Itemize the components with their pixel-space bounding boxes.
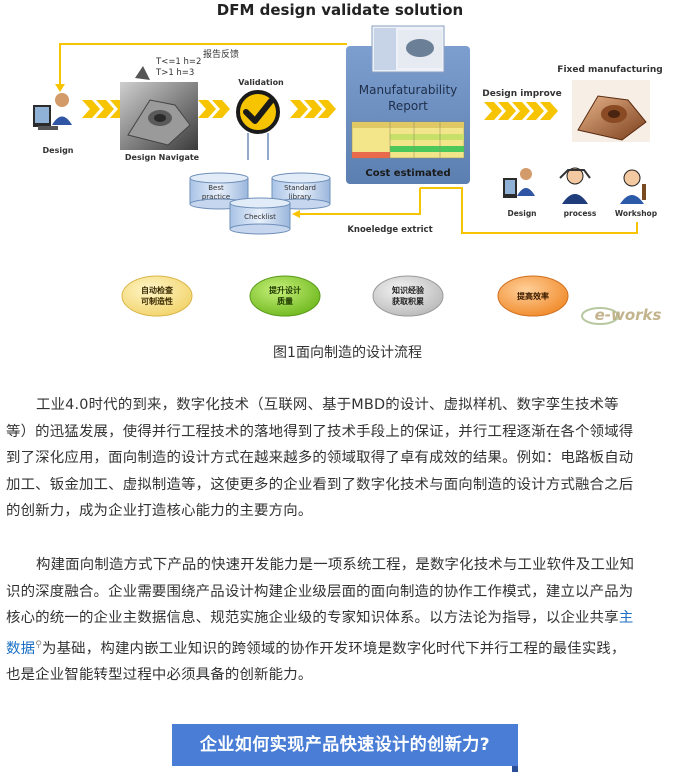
benefit-oval-2-line1: 提升设计 [269,285,301,295]
tolerance-line-2: T>1 h=3 [155,68,194,78]
process-engineer-icon [559,167,591,204]
process-label: process [564,209,597,218]
paragraph-1-line: 工业4.0时代的到来，数字化技术（互联网、基于MBD的设计、虚拟样机、数字孪生技… [36,397,619,413]
flow-chevrons-2 [198,100,230,118]
figure-caption: 图1面向制造的设计流程 [273,345,422,361]
tolerance-line-1: T<=1 h=2 [155,57,201,67]
fixed-manufacturing-label: Fixed manufacturing [557,65,662,75]
paragraph-1: 工业4.0时代的到来，数字化技术（互联网、基于MBD的设计、虚拟样机、数字孪生技… [6,392,689,525]
paragraph-1-line: 的创新力，成为企业打造核心能力的主要方向。 [6,503,313,519]
checklist-db-icon [229,197,291,235]
benefit-oval-4-line1: 提高效率 [517,291,549,301]
design-navigate-label: Design Navigate [125,153,200,162]
flow-chevrons-4 [484,102,558,120]
paragraph-2-line: 也是企业智能转型过程中必须具备的创新能力。 [6,666,313,683]
workshop-worker-icon [620,169,646,204]
paragraph-2-line: 构建面向制造方式下产品的快速开发能力是一项系统工程，是数字化技术与工业软件及工业… [36,557,635,573]
standard-library-label-2: library [289,193,312,201]
paragraph-2-line3-text: 核心的统一的企业主数据信息、规范实施企业级的专家知识体系。以方法论为指导，以企业… [6,610,619,626]
master-data-link-part1[interactable]: 主 [618,610,634,626]
benefit-oval-2 [249,275,321,317]
knowledge-to-checklist-line [300,188,421,215]
validation-db-connector [247,133,269,160]
knowledge-extract-arrowhead [292,210,300,218]
feedback-loop-line [59,43,347,86]
paragraph-2-line: 核心的统一的企业主数据信息、规范实施企业级的专家知识体系。以方法论为指导，以企业… [6,605,689,632]
manufactured-part-image [572,80,650,142]
workshop-label: Workshop [615,209,658,218]
diagram-title: DFM design validate solution [217,1,463,19]
dfm-diagram: DFM design validate solution 报告反馈 Design… [33,1,663,325]
paragraph-2-line: 识的深度融合。企业需要围绕产品设计构建企业级层面的面向制造的协作工作模式，建立以… [6,583,634,600]
report-title-line-2: Report [388,99,428,113]
paragraph-1-line: 等）的迅猛发展，使得并行工程技术的落地得到了技术手段上的保证，并行工程逐渐在各个… [6,423,634,440]
flow-chevrons-1 [82,100,128,118]
design-left-label: Design [43,146,74,155]
benefit-oval-1-line2: 可制造性 [141,296,173,306]
paragraph-1-line: 加工、钣金加工、虚拟制造等，这使更多的企业看到了数字化技术与面向制造的设计方式融… [6,476,634,493]
paragraph-2: 构建面向制造方式下产品的快速开发能力是一项系统工程，是数字化技术与工业软件及工业… [6,552,689,688]
benefit-oval-1-line1: 自动检查 [141,285,174,295]
benefit-oval-3 [372,275,444,317]
validation-check-icon [236,90,280,134]
benefit-oval-2-line2: 质量 [277,296,293,306]
section-heading-banner: 企业如何实现产品快速设计的创新力? [172,724,518,772]
best-practice-label-1: Best [208,184,224,192]
master-data-link-part2[interactable]: 数据 [6,640,36,657]
search-icon[interactable]: ⚲ [35,639,42,650]
paragraph-2-line4-text: 为基础，构建内嵌工业知识的跨领域的协作开发环境是数字化时代下并行工程的最佳实践， [41,640,626,657]
flow-chevrons-3 [290,100,336,118]
benefit-oval-1 [121,275,193,317]
manufacturability-report-panel [346,25,470,184]
design-improve-label: Design improve [482,89,562,99]
cost-estimated-label: Cost estimated [365,168,450,179]
benefit-oval-3-line2: 获取积累 [391,296,424,306]
validation-label: Validation [238,78,284,87]
benefit-oval-4 [497,275,569,317]
feedback-arrowhead [55,84,65,92]
best-practice-label-2: practice [202,193,230,201]
checklist-label: Checklist [244,213,276,221]
cad-part-image [120,66,198,150]
design-right-label: Design [507,209,536,218]
designer-right-icon [503,168,535,198]
report-title-line-1: Manufaturability [359,83,458,97]
report-feedback-label: 报告反馈 [203,48,239,60]
standard-library-label-1: Standard [284,184,316,192]
benefit-oval-3-line1: 知识经验 [392,285,425,295]
designer-left-icon [33,93,72,130]
eworks-watermark-logo: e-works [581,306,662,325]
eworks-watermark-text: e-works [595,306,662,324]
knowledge-extract-line [420,187,638,234]
knowledge-extract-label: Knoeledge extrict [347,225,432,235]
paragraph-1-line: 到了深化应用，面向制造的设计方式在越来越多的领域取得了卓有成效的结果。例如：电路… [6,450,634,466]
paragraph-2-line: 数据⚲为基础，构建内嵌工业知识的跨领域的协作开发环境是数字化时代下并行工程的最佳… [6,632,689,662]
